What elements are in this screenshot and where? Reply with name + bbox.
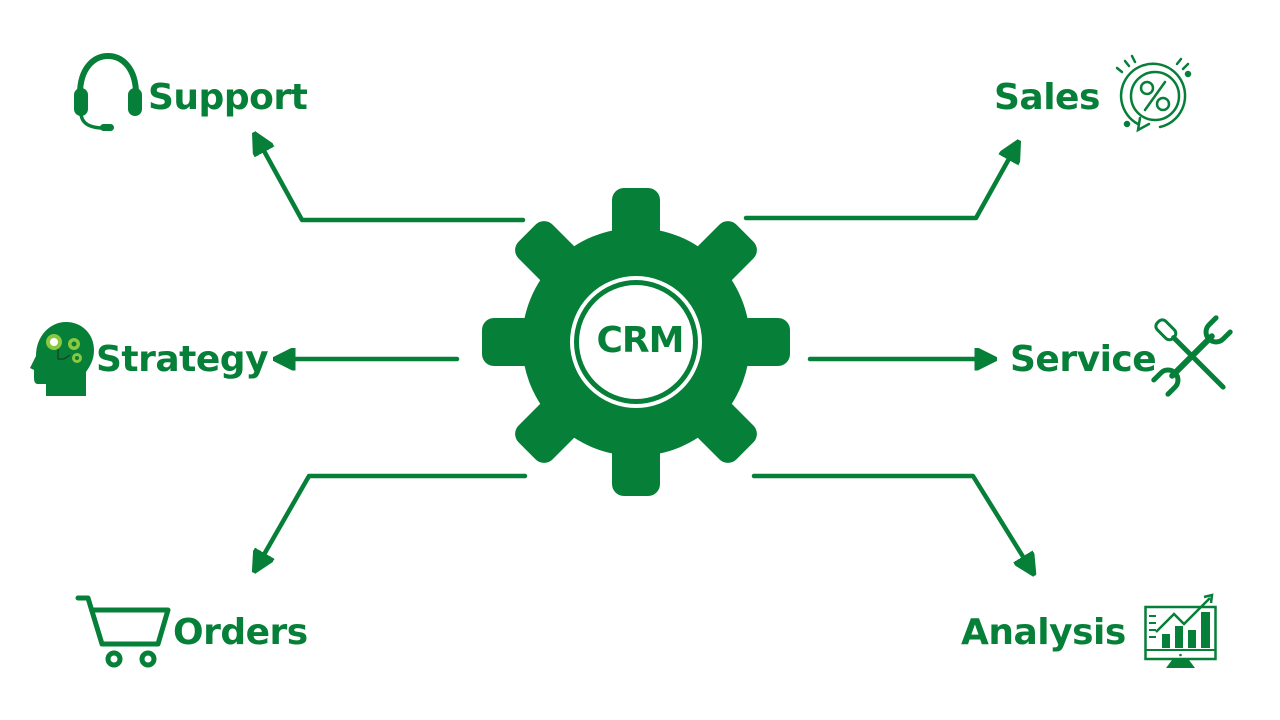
node-label-support: Support — [148, 77, 308, 118]
node-label-analysis: Analysis — [961, 612, 1126, 653]
shopping-cart-icon — [75, 595, 171, 668]
arrow-to-sales — [743, 148, 1015, 221]
node-label-service: Service — [1010, 339, 1157, 380]
node-label-strategy: Strategy — [96, 339, 269, 380]
headset-icon — [74, 52, 142, 131]
gear-icon — [482, 188, 790, 496]
arrow-to-orders — [258, 473, 528, 565]
percent-badge-icon — [1115, 54, 1192, 133]
arrow-to-analysis — [751, 473, 1030, 568]
monitor-chart-icon — [1144, 593, 1217, 668]
tools-icon — [1151, 315, 1233, 397]
node-label-orders: Orders — [173, 612, 308, 653]
node-label-sales: Sales — [994, 77, 1100, 118]
arrow-to-support — [258, 140, 526, 223]
crm-center-label: CRM — [596, 320, 685, 361]
head-gears-icon — [30, 322, 94, 396]
